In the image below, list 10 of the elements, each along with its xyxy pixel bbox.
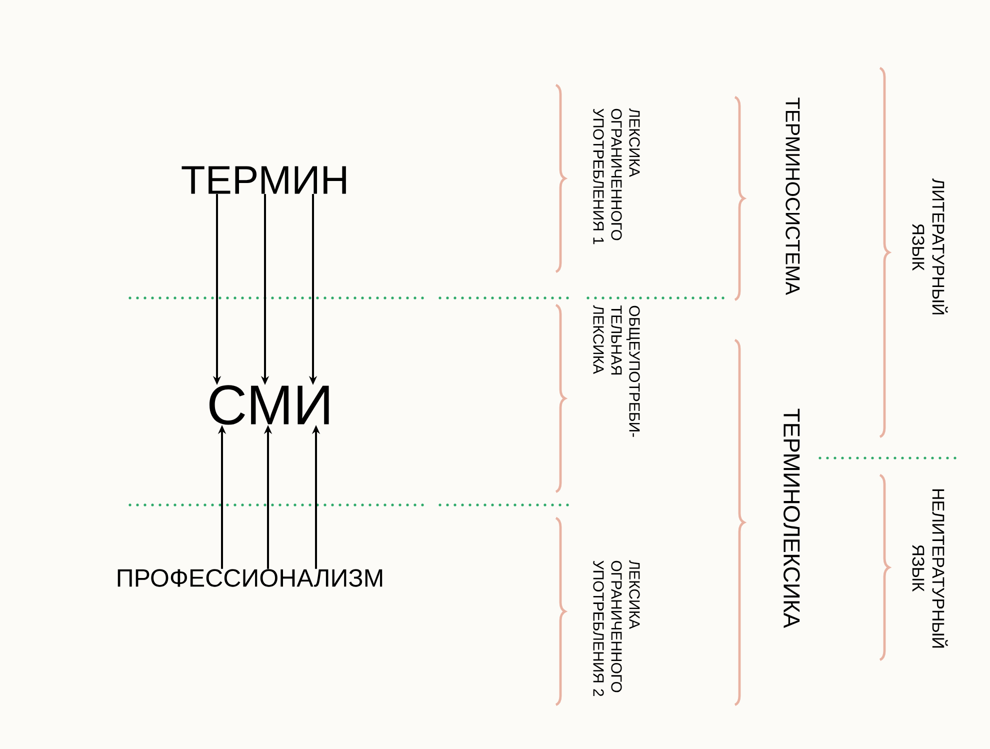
rotated-label: НЕЛИТЕРАТУРНЫЙ ЯЗЫК [912, 489, 948, 648]
rotated-label: ОБЩЕУПОТРЕБИ- ТЕЛЬНАЯ ЛЕКСИКА [593, 305, 640, 437]
rotated-label: ТЕРМИНОСИСТЕМА [786, 98, 800, 296]
rotated-label: ЛЕКСИКА ОГРАНИЧЕННОГО УПОТРЕБЛЕНИЯ 1 [593, 108, 640, 244]
term-label: ПРОФЕССИОНАЛИЗМ [118, 569, 382, 587]
term-label: ТЕРМИН [182, 166, 346, 194]
rotated-label: ТЕРМИНОЛЕКСИКА [784, 408, 800, 628]
rotated-label: ЛЕКСИКА ОГРАНИЧЕННОГО УПОТРЕБЛЕНИЯ 2 [593, 560, 640, 696]
rotated-label: ЛИТЕРАТУРНЫЙ ЯЗЫК [912, 178, 948, 314]
term-label: СМИ [210, 385, 329, 425]
